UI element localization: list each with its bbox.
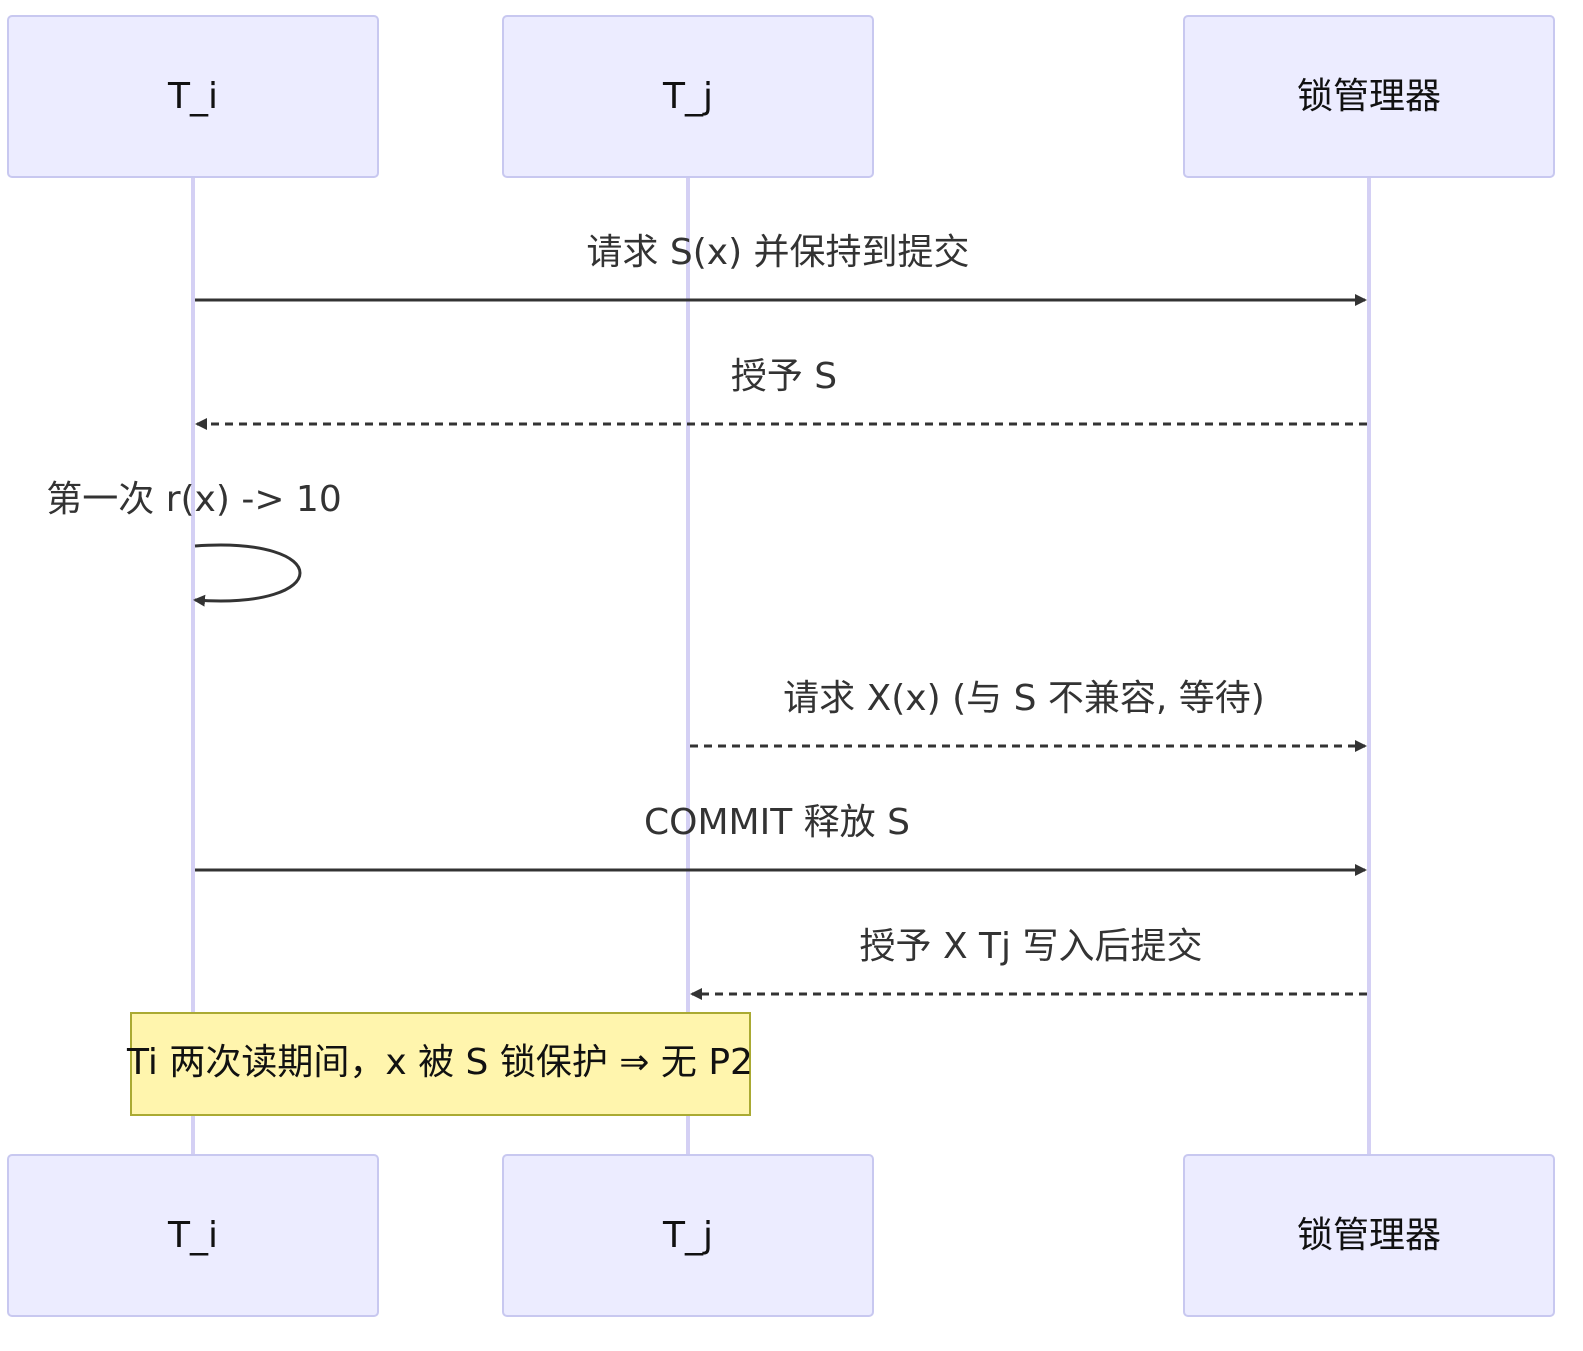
actor-tj-top: T_j <box>502 15 874 178</box>
message-commit: COMMIT 释放 S <box>195 802 1367 876</box>
message-request-s: 请求 S(x) 并保持到提交 <box>195 232 1367 306</box>
note-text: Ti 两次读期间，x 被 S 锁保护 ⇒ 无 P2 <box>126 1042 753 1083</box>
actor-ti-top: T_i <box>7 15 379 178</box>
message-first-read-arrow <box>193 543 302 607</box>
message-grant-x: 授予 X Tj 写入后提交 <box>690 926 1367 1000</box>
message-grant-s: 授予 S <box>195 356 1367 430</box>
actor-ti-bottom-label: T_i <box>167 1215 218 1256</box>
actor-ti-top-label: T_i <box>167 76 218 117</box>
actor-ti-bottom: T_i <box>7 1154 379 1317</box>
actor-lock-manager-bottom: 锁管理器 <box>1183 1154 1555 1317</box>
actor-tj-top-label: T_j <box>662 76 713 117</box>
actor-lock-manager-top-label: 锁管理器 <box>1297 76 1441 117</box>
actor-lock-manager-bottom-label: 锁管理器 <box>1297 1215 1441 1256</box>
message-grant-x-label: 授予 X Tj 写入后提交 <box>860 926 1203 967</box>
note-over-ti-tj: Ti 两次读期间，x 被 S 锁保护 ⇒ 无 P2 <box>126 1012 753 1116</box>
message-first-read: 第一次 r(x) -> 10 <box>46 479 342 607</box>
message-grant-s-label: 授予 S <box>731 356 837 397</box>
actor-tj-bottom-label: T_j <box>662 1215 713 1256</box>
message-request-s-label: 请求 S(x) 并保持到提交 <box>586 232 969 273</box>
actor-lock-manager-top: 锁管理器 <box>1183 15 1555 178</box>
message-request-x: 请求 X(x) (与 S 不兼容, 等待) <box>690 678 1367 752</box>
message-request-x-label: 请求 X(x) (与 S 不兼容, 等待) <box>783 678 1265 719</box>
message-commit-label: COMMIT 释放 S <box>644 802 910 843</box>
message-first-read-label: 第一次 r(x) -> 10 <box>46 479 342 520</box>
actor-tj-bottom: T_j <box>502 1154 874 1317</box>
